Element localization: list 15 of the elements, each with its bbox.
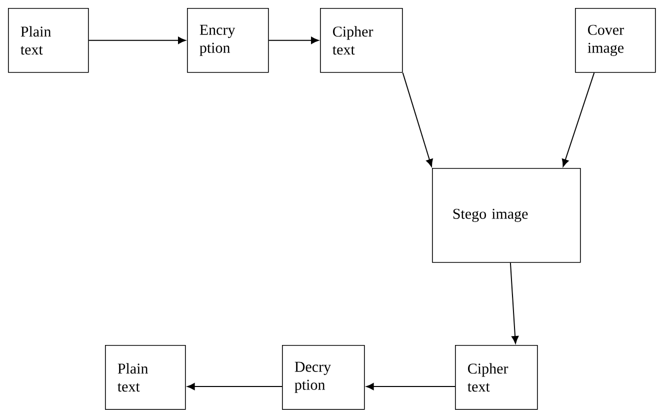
arrow	[88, 36, 186, 44]
process-box: Plain text	[105, 345, 186, 410]
process-box: Cover image	[575, 8, 656, 73]
arrow	[187, 383, 282, 390]
process-box: Plain text	[8, 8, 89, 73]
process-box: Cipher text	[455, 345, 538, 410]
process-box: Stego image	[432, 168, 581, 263]
arrow	[366, 383, 456, 390]
arrow	[402, 72, 433, 167]
arrow	[562, 72, 595, 167]
arrow	[268, 36, 319, 44]
process-box: Cipher text	[320, 8, 403, 73]
process-box: Decry ption	[282, 345, 365, 410]
process-box: Encry ption	[187, 8, 269, 73]
arrow	[510, 262, 519, 344]
